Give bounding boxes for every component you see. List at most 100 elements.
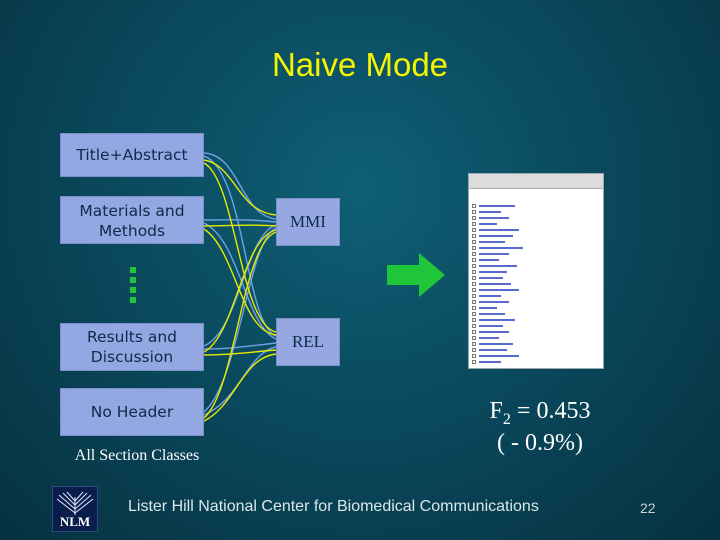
screenshot-row [472, 276, 592, 280]
node-rel: REL [276, 318, 340, 366]
screenshot-row-text [479, 247, 523, 249]
wire-blue [203, 152, 277, 220]
f-score-label: F [489, 398, 503, 424]
nlm-logo-icon: NLM [52, 486, 98, 532]
wire-yellow [203, 228, 277, 336]
screenshot-checkbox [472, 258, 476, 262]
wire-blue [203, 219, 277, 223]
screenshot-row [472, 228, 592, 232]
screenshot-row [472, 216, 592, 220]
screenshot-row-text [479, 313, 505, 315]
screenshot-row-text [479, 235, 513, 237]
screenshot-checkbox [472, 216, 476, 220]
screenshot-row [472, 318, 592, 322]
screenshot-row [472, 240, 592, 244]
screenshot-row [472, 282, 592, 286]
screenshot-row [472, 312, 592, 316]
screenshot-checkbox [472, 324, 476, 328]
screenshot-row [472, 348, 592, 352]
screenshot-row-text [479, 301, 509, 303]
screenshot-row [472, 234, 592, 238]
screenshot-row-text [479, 229, 519, 231]
screenshot-checkbox [472, 312, 476, 316]
screenshot-checkbox [472, 276, 476, 280]
screenshot-row [472, 246, 592, 250]
screenshot-row [472, 264, 592, 268]
screenshot-checkbox [472, 240, 476, 244]
section-materials-label-line2: Methods [98, 222, 166, 240]
screenshot-checkbox [472, 234, 476, 238]
screenshot-row [472, 342, 592, 346]
node-rel-label: REL [291, 332, 325, 351]
nlm-logo-text: NLM [59, 514, 91, 529]
wire-yellow [203, 159, 277, 216]
ellipsis-dots-icon [130, 267, 136, 303]
section-no-header: No Header [60, 388, 204, 436]
screenshot-checkbox [472, 360, 476, 364]
screenshot-row-text [479, 325, 503, 327]
screenshot-checkbox [472, 264, 476, 268]
screenshot-checkbox [472, 288, 476, 292]
footer-organization: Lister Hill National Center for Biomedic… [128, 498, 539, 515]
screenshot-row [472, 324, 592, 328]
node-mmi-label: MMI [290, 212, 326, 231]
screenshot-row-text [479, 349, 507, 351]
screenshot-row-text [479, 241, 505, 243]
screenshot-row [472, 306, 592, 310]
section-materials-label-line1: Materials and [79, 202, 185, 220]
section-results-label-line1: Results and [86, 328, 178, 346]
screenshot-row [472, 222, 592, 226]
section-results-discussion: Results and Discussion [60, 323, 204, 371]
screenshot-toolbar [469, 174, 603, 189]
slide-title: Naive Mode [271, 46, 449, 83]
screenshot-checkbox [472, 270, 476, 274]
screenshot-row-text [479, 283, 511, 285]
screenshot-checkbox [472, 294, 476, 298]
screenshot-row-text [479, 259, 499, 261]
screenshot-row-text [479, 355, 519, 357]
wire-yellow [203, 162, 277, 333]
screenshot-row [472, 204, 592, 208]
wire-blue [203, 155, 277, 337]
screenshot-checkbox [472, 246, 476, 250]
screenshot-checkbox [472, 210, 476, 214]
right-arrow-icon [387, 253, 445, 297]
section-no-header-label: No Header [90, 403, 174, 421]
screenshot-row-text [479, 337, 499, 339]
section-materials-methods: Materials and Methods [60, 196, 204, 244]
screenshot-row [472, 330, 592, 334]
screenshot-row-text [479, 217, 509, 219]
screenshot-row [472, 258, 592, 262]
screenshot-row-text [479, 211, 501, 213]
screenshot-checkbox [472, 318, 476, 322]
wire-yellow [203, 229, 277, 353]
screenshot-row [472, 252, 592, 256]
screenshot-row-text [479, 205, 515, 207]
screenshot-row-text [479, 307, 497, 309]
annotation-tool-screenshot [468, 173, 604, 369]
wire-yellow [203, 231, 277, 419]
screenshot-checkbox [472, 282, 476, 286]
screenshot-row [472, 300, 592, 304]
node-mmi: MMI [276, 198, 340, 246]
wire-yellow [203, 224, 277, 227]
screenshot-row-text [479, 223, 497, 225]
f-score-subscript: 2 [502, 410, 511, 428]
screenshot-checkbox [472, 228, 476, 232]
wire-blue [203, 227, 277, 413]
screenshot-row-text [479, 331, 509, 333]
screenshot-checkbox [472, 204, 476, 208]
wire-blue [203, 342, 277, 350]
screenshot-row-text [479, 343, 513, 345]
section-classes-caption: All Section Classes [74, 447, 200, 464]
screenshot-checkbox [472, 300, 476, 304]
screenshot-checkbox [472, 330, 476, 334]
screenshot-row-text [479, 277, 503, 279]
screenshot-row-text [479, 295, 501, 297]
screenshot-row [472, 294, 592, 298]
f-score-value: = 0.453 [510, 398, 591, 424]
screenshot-row [472, 288, 592, 292]
screenshot-row [472, 210, 592, 214]
screenshot-checkbox [472, 222, 476, 226]
